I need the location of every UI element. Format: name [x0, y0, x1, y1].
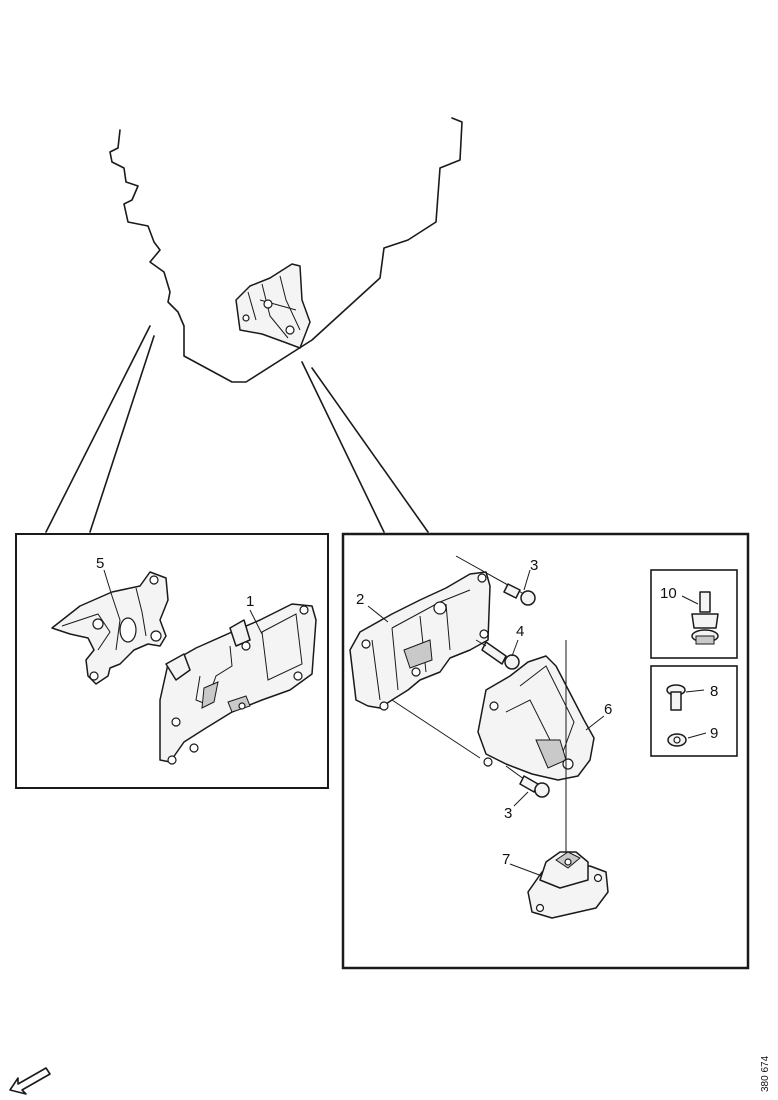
engine-outline [109, 117, 463, 383]
part-3-bolt-lower [505, 765, 550, 798]
leader-line-2 [391, 699, 481, 759]
direction-arrow-icon [9, 1067, 51, 1095]
part-3-bolt-upper [455, 555, 536, 606]
callout-5: 5 [96, 555, 104, 572]
part-9-nut [667, 733, 687, 747]
part-10-stud [691, 591, 719, 645]
callout-6: 6 [604, 701, 612, 718]
callout-10: 10 [660, 585, 677, 602]
callout-8: 8 [710, 683, 718, 700]
callout-9: 9 [710, 725, 718, 742]
callout-4: 4 [516, 623, 524, 640]
callout-3-lower: 3 [504, 805, 512, 822]
part-6-support-bracket [477, 655, 595, 781]
projection-lines [45, 325, 429, 533]
part-7-rubber-mount [527, 851, 609, 919]
left-detail-panel [15, 533, 329, 789]
callout-7: 7 [502, 851, 510, 868]
inset-panel-bolt-nut [650, 665, 738, 757]
callout-3-upper: 3 [530, 557, 538, 574]
part-5-bracket [51, 571, 169, 685]
part-4-bolt [475, 639, 520, 670]
callout-leaders [103, 569, 707, 877]
part-2-bracket [349, 571, 491, 711]
engine-mount-overview [235, 263, 311, 349]
inset-panel-stud [650, 569, 738, 659]
part-1-mount-plate [159, 603, 317, 765]
right-detail-panel [341, 532, 750, 970]
part-8-bolt [666, 684, 686, 711]
reference-number: 380 674 [760, 1055, 771, 1092]
callout-1: 1 [246, 593, 254, 610]
callout-2: 2 [356, 591, 364, 608]
